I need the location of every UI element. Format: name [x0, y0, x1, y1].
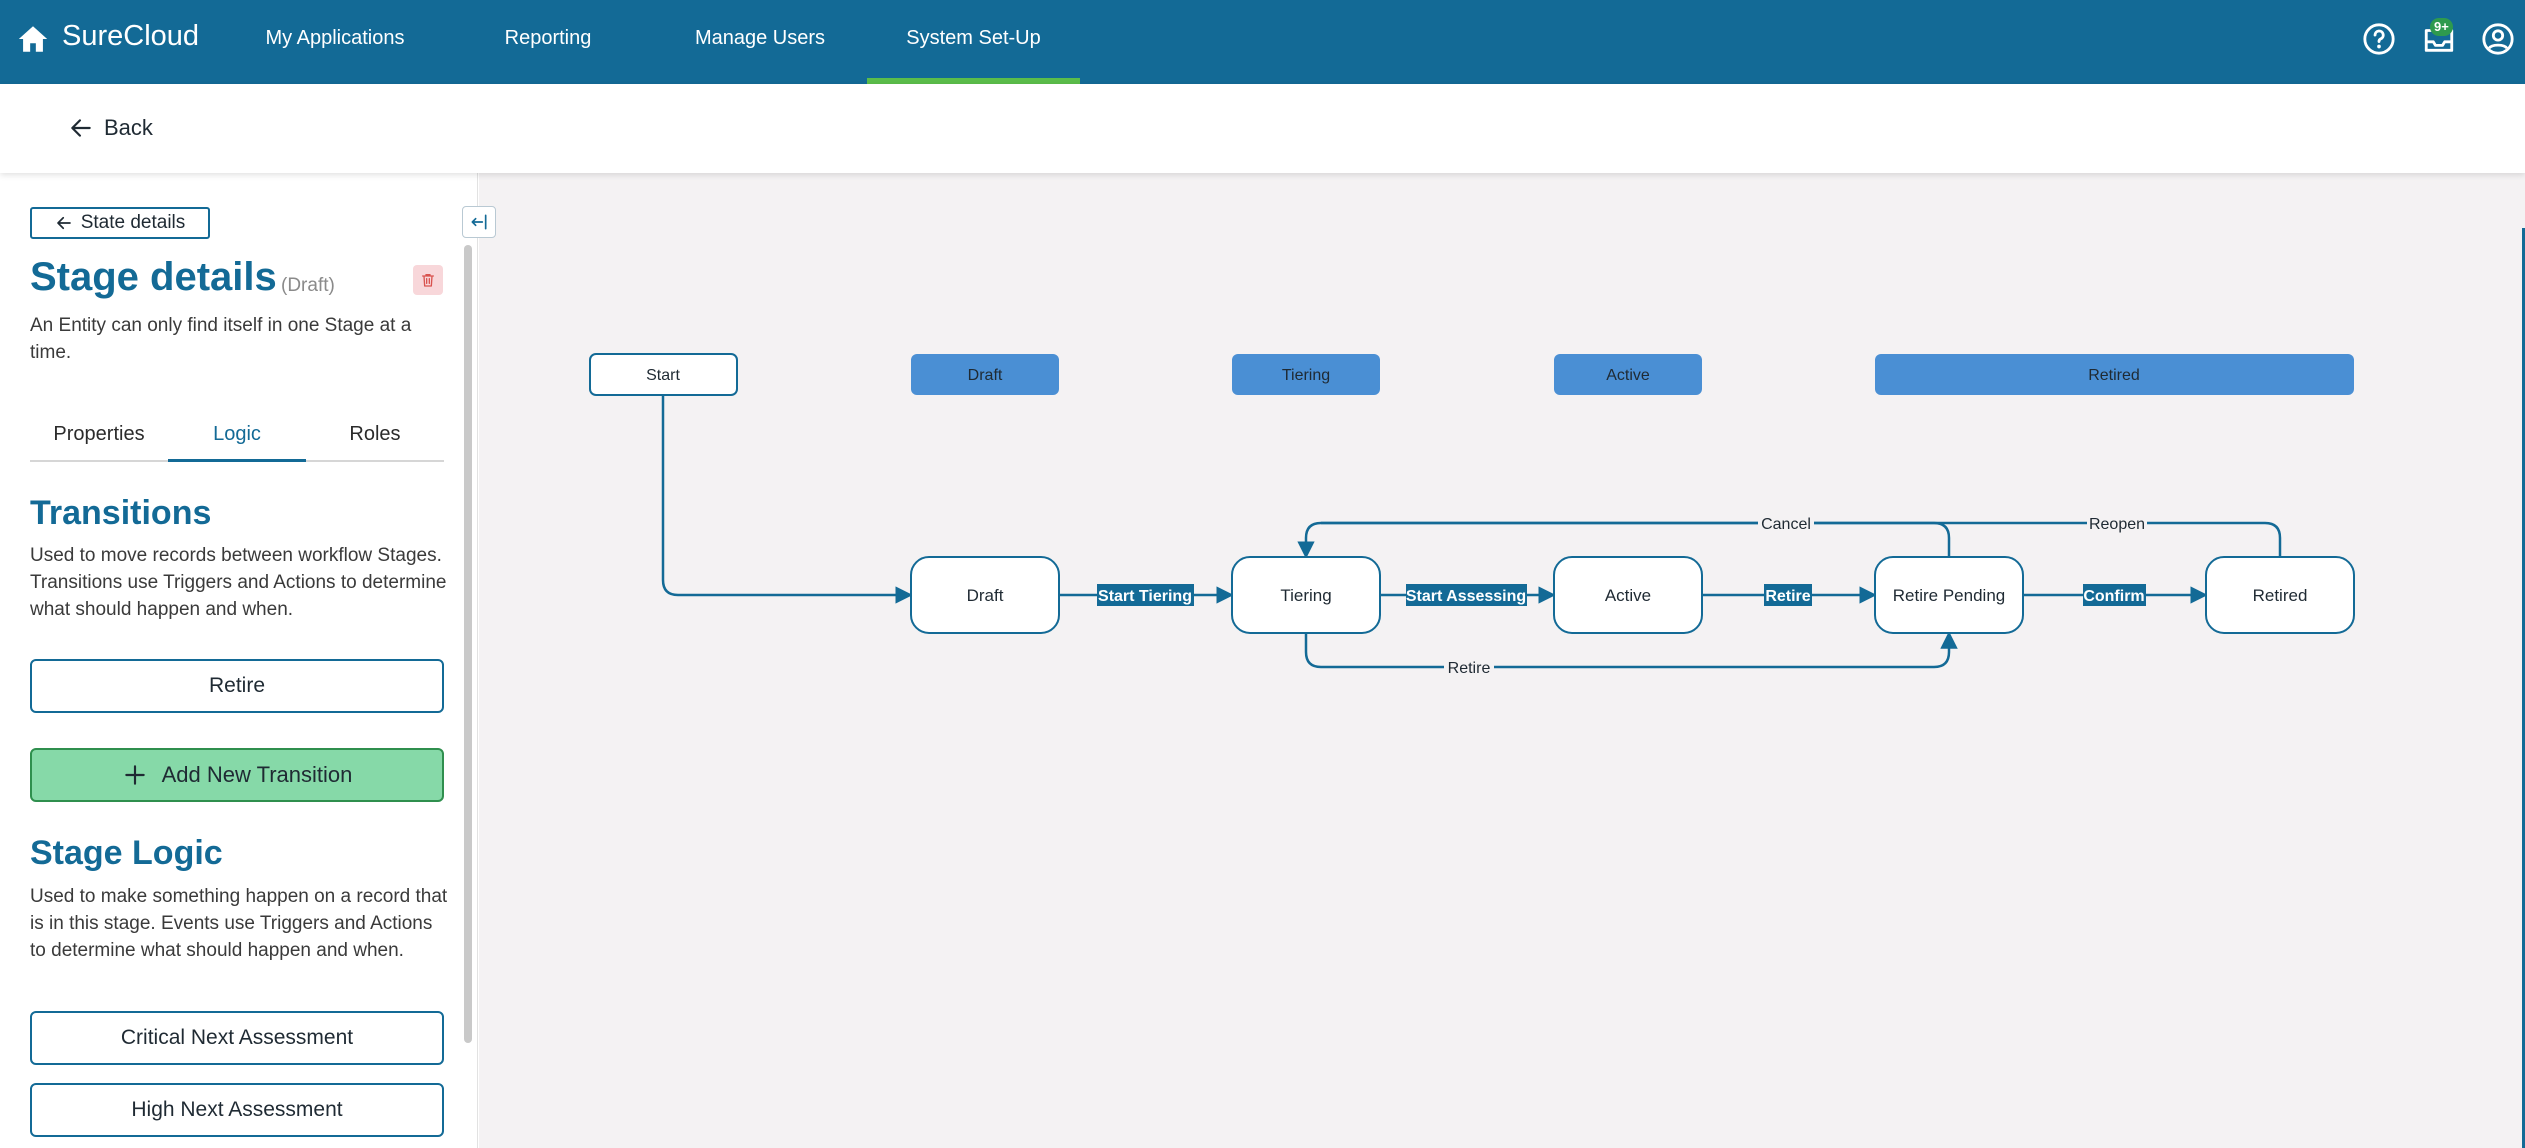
transitions-heading: Transitions: [30, 494, 212, 532]
lane-start-label: Start: [646, 367, 680, 384]
tab-roles[interactable]: Roles: [349, 423, 401, 445]
transition-start-assessing[interactable]: Start Assessing: [1406, 584, 1527, 606]
lane-tiering[interactable]: Tiering: [1232, 354, 1380, 395]
loop-cancel-label: Cancel: [1761, 516, 1811, 533]
transition-confirm-label: Confirm: [2083, 588, 2144, 605]
add-new-transition-label: Add New Transition: [161, 762, 353, 787]
transition-start-tiering-label: Start Tiering: [1098, 588, 1192, 605]
node-retire-pending[interactable]: Retire Pending: [1874, 556, 2024, 634]
lane-tiering-label: Tiering: [1282, 367, 1330, 384]
nav-system-set-up[interactable]: System Set-Up: [867, 0, 1080, 84]
loop-retire-label: Retire: [1448, 660, 1491, 677]
lane-start[interactable]: Start: [589, 353, 738, 396]
status-badge: (Draft): [281, 275, 335, 296]
node-active-label: Active: [1605, 586, 1651, 605]
node-active[interactable]: Active: [1553, 556, 1703, 634]
stage-logic-critical-next-assessment[interactable]: Critical Next Assessment: [30, 1011, 444, 1065]
plus-icon: [124, 765, 145, 785]
node-tiering[interactable]: Tiering: [1231, 556, 1381, 634]
loop-reopen-label: Reopen: [2089, 516, 2145, 533]
back-label: Back: [104, 115, 153, 140]
top-navigation-bar: SureCloud My Applications Reporting Mana…: [0, 0, 2525, 84]
state-details-label: State details: [80, 212, 186, 233]
node-tiering-label: Tiering: [1280, 586, 1331, 605]
node-retire-pending-label: Retire Pending: [1893, 586, 2005, 605]
transition-retire[interactable]: Retire: [1764, 584, 1812, 606]
collapse-panel-icon: [471, 214, 487, 230]
page-title: Stage details: [30, 255, 277, 299]
node-retired-label: Retired: [2253, 586, 2308, 605]
back-button[interactable]: Back: [68, 112, 153, 144]
transitions-description: Used to move records between workflow St…: [30, 545, 447, 620]
tab-logic[interactable]: Logic: [168, 412, 306, 462]
nav-manage-users[interactable]: Manage Users: [694, 27, 826, 49]
stage-logic-high-next-assessment[interactable]: High Next Assessment: [30, 1083, 444, 1137]
node-retired[interactable]: Retired: [2205, 556, 2355, 634]
stage-logic-heading: Stage Logic: [30, 834, 223, 872]
transition-retire-button[interactable]: Retire: [30, 659, 444, 713]
transition-retire-label: Retire: [1765, 588, 1810, 605]
canvas-scrollbar[interactable]: [2522, 228, 2525, 1148]
loop-cancel[interactable]: Cancel: [1758, 513, 1814, 533]
state-details-button[interactable]: State details: [30, 207, 210, 239]
add-new-transition-button[interactable]: Add New Transition: [30, 748, 444, 802]
detail-tabs: Properties Logic Roles: [30, 412, 444, 462]
help-icon[interactable]: [2362, 22, 2396, 56]
node-draft[interactable]: Draft: [910, 556, 1060, 634]
lane-draft[interactable]: Draft: [911, 354, 1059, 395]
workflow-canvas[interactable]: [479, 173, 2525, 1148]
stage-logic-description: Used to make something happen on a recor…: [30, 886, 448, 961]
panel-scrollbar[interactable]: [464, 245, 472, 1043]
tab-properties[interactable]: Properties: [53, 423, 145, 445]
lane-retired[interactable]: Retired: [1875, 354, 2354, 395]
notification-badge: 9+: [2430, 18, 2453, 36]
lane-draft-label: Draft: [968, 367, 1003, 384]
sub-header: [0, 84, 2525, 173]
arrow-left-icon: [71, 119, 91, 137]
node-draft-label: Draft: [967, 586, 1004, 605]
lane-retired-label: Retired: [2088, 367, 2140, 384]
trash-icon: [422, 274, 434, 287]
arrow-left-icon: [56, 216, 71, 230]
brand-logo[interactable]: SureCloud: [62, 20, 200, 52]
loop-retire[interactable]: Retire: [1444, 657, 1494, 677]
collapse-panel-button[interactable]: [462, 206, 496, 238]
transition-start-assessing-label: Start Assessing: [1406, 588, 1526, 605]
lane-active-label: Active: [1606, 367, 1650, 384]
user-account-icon[interactable]: [2481, 22, 2515, 56]
delete-button[interactable]: [413, 265, 443, 295]
nav-my-applications[interactable]: My Applications: [265, 27, 405, 49]
transition-confirm[interactable]: Confirm: [2083, 584, 2146, 606]
transition-start-tiering[interactable]: Start Tiering: [1097, 584, 1194, 606]
stage-description: An Entity can only find itself in one St…: [30, 315, 412, 363]
loop-reopen[interactable]: Reopen: [2087, 513, 2147, 533]
lane-active[interactable]: Active: [1554, 354, 1702, 395]
home-icon[interactable]: [16, 22, 50, 56]
nav-reporting[interactable]: Reporting: [504, 27, 592, 49]
